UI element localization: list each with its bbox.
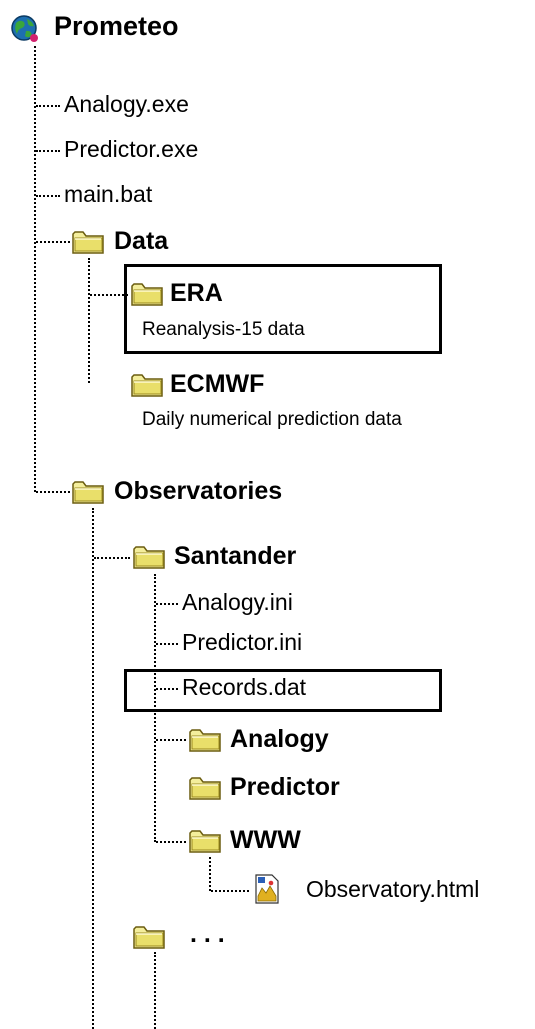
file-analogy-exe[interactable]: Analogy.exe bbox=[64, 91, 189, 117]
folder-www-label[interactable]: WWW bbox=[230, 826, 301, 854]
folder-analogy-label[interactable]: Analogy bbox=[230, 725, 329, 753]
tree-line bbox=[34, 46, 36, 492]
folder-era-description: Reanalysis-15 data bbox=[142, 319, 305, 340]
tree-branch bbox=[156, 739, 186, 741]
tree-branch bbox=[36, 241, 70, 243]
folder-santander-label[interactable]: Santander bbox=[174, 542, 297, 570]
tree-branch bbox=[156, 603, 178, 605]
file-predictor-exe[interactable]: Predictor.exe bbox=[64, 136, 199, 162]
folder-era-label[interactable]: ERA bbox=[170, 279, 223, 307]
folder-icon bbox=[189, 828, 221, 854]
tree-branch bbox=[156, 841, 186, 843]
file-records-dat[interactable]: Records.dat bbox=[182, 674, 307, 700]
file-main-bat[interactable]: main.bat bbox=[64, 181, 153, 207]
folder-icon bbox=[72, 479, 104, 505]
tree-line bbox=[154, 952, 156, 1029]
highlight-box-records bbox=[124, 669, 442, 712]
folder-icon bbox=[72, 229, 104, 255]
folder-icon bbox=[133, 924, 165, 950]
tree-line bbox=[88, 258, 90, 383]
folder-ecmwf-label[interactable]: ECMWF bbox=[170, 370, 265, 398]
highlight-box-era bbox=[124, 264, 442, 354]
tree-branch bbox=[90, 294, 128, 296]
folder-icon bbox=[133, 544, 165, 570]
globe-icon bbox=[10, 14, 40, 44]
folder-observatories-label[interactable]: Observatories bbox=[114, 477, 283, 505]
tree-branch bbox=[156, 688, 178, 690]
tree-line bbox=[154, 574, 156, 842]
root-folder-label[interactable]: Prometeo bbox=[54, 11, 179, 41]
folder-ecmwf-description: Daily numerical prediction data bbox=[142, 409, 402, 430]
folder-icon bbox=[189, 775, 221, 801]
tree-branch bbox=[156, 643, 178, 645]
tree-branch bbox=[36, 491, 70, 493]
html-file-icon bbox=[254, 874, 280, 904]
tree-branch bbox=[36, 195, 60, 197]
file-analogy-ini[interactable]: Analogy.ini bbox=[182, 589, 293, 615]
folder-predictor-label[interactable]: Predictor bbox=[230, 773, 340, 801]
tree-branch bbox=[36, 150, 60, 152]
file-predictor-ini[interactable]: Predictor.ini bbox=[182, 629, 303, 655]
folder-data-label[interactable]: Data bbox=[114, 227, 169, 255]
tree-branch bbox=[211, 890, 249, 892]
folder-icon bbox=[131, 281, 163, 307]
folder-icon bbox=[131, 372, 163, 398]
tree-line bbox=[92, 508, 94, 1029]
tree-branch bbox=[36, 105, 60, 107]
folder-icon bbox=[189, 727, 221, 753]
tree-line bbox=[209, 857, 211, 891]
tree-branch bbox=[94, 557, 130, 559]
folder-ellipsis-label: . . . bbox=[190, 920, 225, 948]
file-observatory-html[interactable]: Observatory.html bbox=[306, 876, 480, 902]
